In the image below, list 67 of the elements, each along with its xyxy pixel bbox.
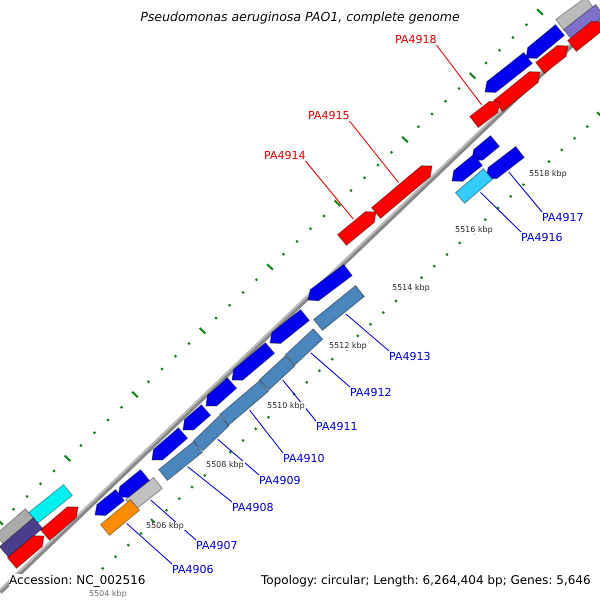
gene-block [312, 284, 366, 332]
scale-label: 5514 kbp [391, 284, 431, 292]
gene-feature [205, 377, 238, 406]
gene-feature [484, 52, 534, 94]
leader-line [187, 466, 232, 502]
leader-line [508, 171, 542, 212]
leader-line [348, 120, 399, 183]
gene-block [158, 440, 204, 482]
leader-line [436, 44, 482, 106]
gene-feature [370, 165, 433, 220]
accession-text: Accession: NC_002516 [9, 574, 146, 586]
gene-label: PA4913 [389, 351, 430, 362]
gene-label: PA4916 [521, 232, 562, 243]
gene-block [0, 516, 44, 558]
gene-feature [469, 100, 501, 128]
gene-feature [151, 427, 188, 461]
leader-line [217, 438, 260, 476]
gene-feature [485, 146, 525, 180]
gene-label: PA4906 [172, 564, 214, 575]
gene-feature [117, 468, 150, 498]
gene-block [454, 168, 494, 204]
gene-feature [231, 342, 276, 381]
gene-label: PA4914 [264, 150, 306, 161]
map-title: Pseudomonas aeruginosa PAO1, complete genome [139, 11, 461, 24]
leader-line [126, 523, 172, 564]
gene-block [284, 328, 324, 366]
gene-label: PA4912 [350, 387, 392, 398]
gene-block [192, 415, 230, 452]
scale-label: 5516 kbp [454, 226, 494, 234]
gene-feature [269, 308, 310, 344]
gene-feature [40, 506, 79, 542]
leader-line [310, 352, 350, 388]
gene-label: PA4917 [542, 212, 584, 223]
scale-label: 5508 kbp [205, 461, 245, 469]
scale-label: 5506 kbp [145, 522, 185, 530]
gene-label: PA4909 [259, 475, 300, 486]
gene-label: PA4910 [283, 453, 324, 464]
gene-feature [451, 154, 484, 182]
gene-feature [534, 44, 569, 74]
gene-block [258, 355, 296, 391]
gene-block [100, 498, 140, 536]
leader-line [249, 410, 284, 454]
scale-label: 5512 kbp [328, 342, 368, 350]
gene-label: PA4918 [395, 34, 436, 45]
scale-label: 5510 kbp [266, 402, 306, 410]
gene-feature [492, 71, 541, 112]
gene-block [218, 380, 270, 426]
genome-info-text: Topology: circular; Length: 6,264,404 bp; Genes: 5,646 [261, 574, 591, 586]
gene-label: PA4915 [308, 110, 350, 121]
scale-label: 5504 kbp [88, 590, 128, 598]
gene-feature [94, 488, 126, 516]
scale-label: 5518 kbp [528, 170, 568, 178]
leader-line [304, 160, 354, 220]
gene-feature [471, 134, 500, 161]
gene-block [28, 484, 74, 524]
gene-feature [566, 21, 600, 52]
gene-feature [525, 24, 566, 59]
leader-line [282, 379, 316, 422]
gene-feature [336, 211, 377, 246]
gene-label: PA4908 [232, 502, 274, 513]
leader-line [480, 192, 522, 232]
leader-line [345, 313, 390, 352]
gene-feature [182, 404, 212, 431]
gene-label: PA4907 [196, 540, 238, 551]
gene-feature [307, 264, 353, 302]
gene-label: PA4911 [316, 421, 358, 432]
gene-feature [6, 535, 45, 570]
